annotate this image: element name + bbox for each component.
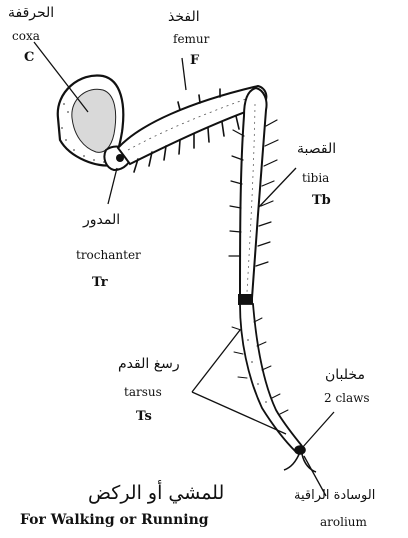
coxa-abbr-label: C [24,51,34,64]
tibia-english-label: tibia [302,172,329,184]
coxa-arabic-label: الحرقفة [8,6,54,20]
coxa-english-label: coxa [12,30,40,42]
femur-arabic-label: الفخذ [168,10,200,24]
caption-arabic: للمشي أو الركض [88,484,224,503]
arolium-english-label: arolium [320,516,367,528]
trochanter-abbr-label: Tr [92,276,108,289]
femur-abbr-label: F [190,54,199,67]
femur-leader [182,58,186,90]
tibia-arabic-label: القصبة [297,142,336,156]
trochanter-leader [108,168,117,204]
tarsus-english-label: tarsus [124,386,162,398]
tarsus-abbr-label: Ts [136,410,152,423]
arolium-arabic-label: الوسادة الراقية [294,489,375,502]
claws-english-label: 2 claws [324,392,370,404]
tibia-abbr-label: Tb [312,194,331,207]
claws-leader [302,412,334,448]
claws-arabic-label: مخلبان [325,368,365,382]
femur-english-label: femur [173,33,209,45]
tarsus-leader-1 [192,330,240,392]
trochanter-arabic-label: المدور [83,213,120,227]
tibia-leader [258,168,296,208]
caption-english: For Walking or Running [20,513,209,527]
trochanter-english-label: trochanter [76,249,141,261]
tarsus-segment [232,304,302,452]
tarsus-arabic-label: رسغ القدم [118,357,180,371]
